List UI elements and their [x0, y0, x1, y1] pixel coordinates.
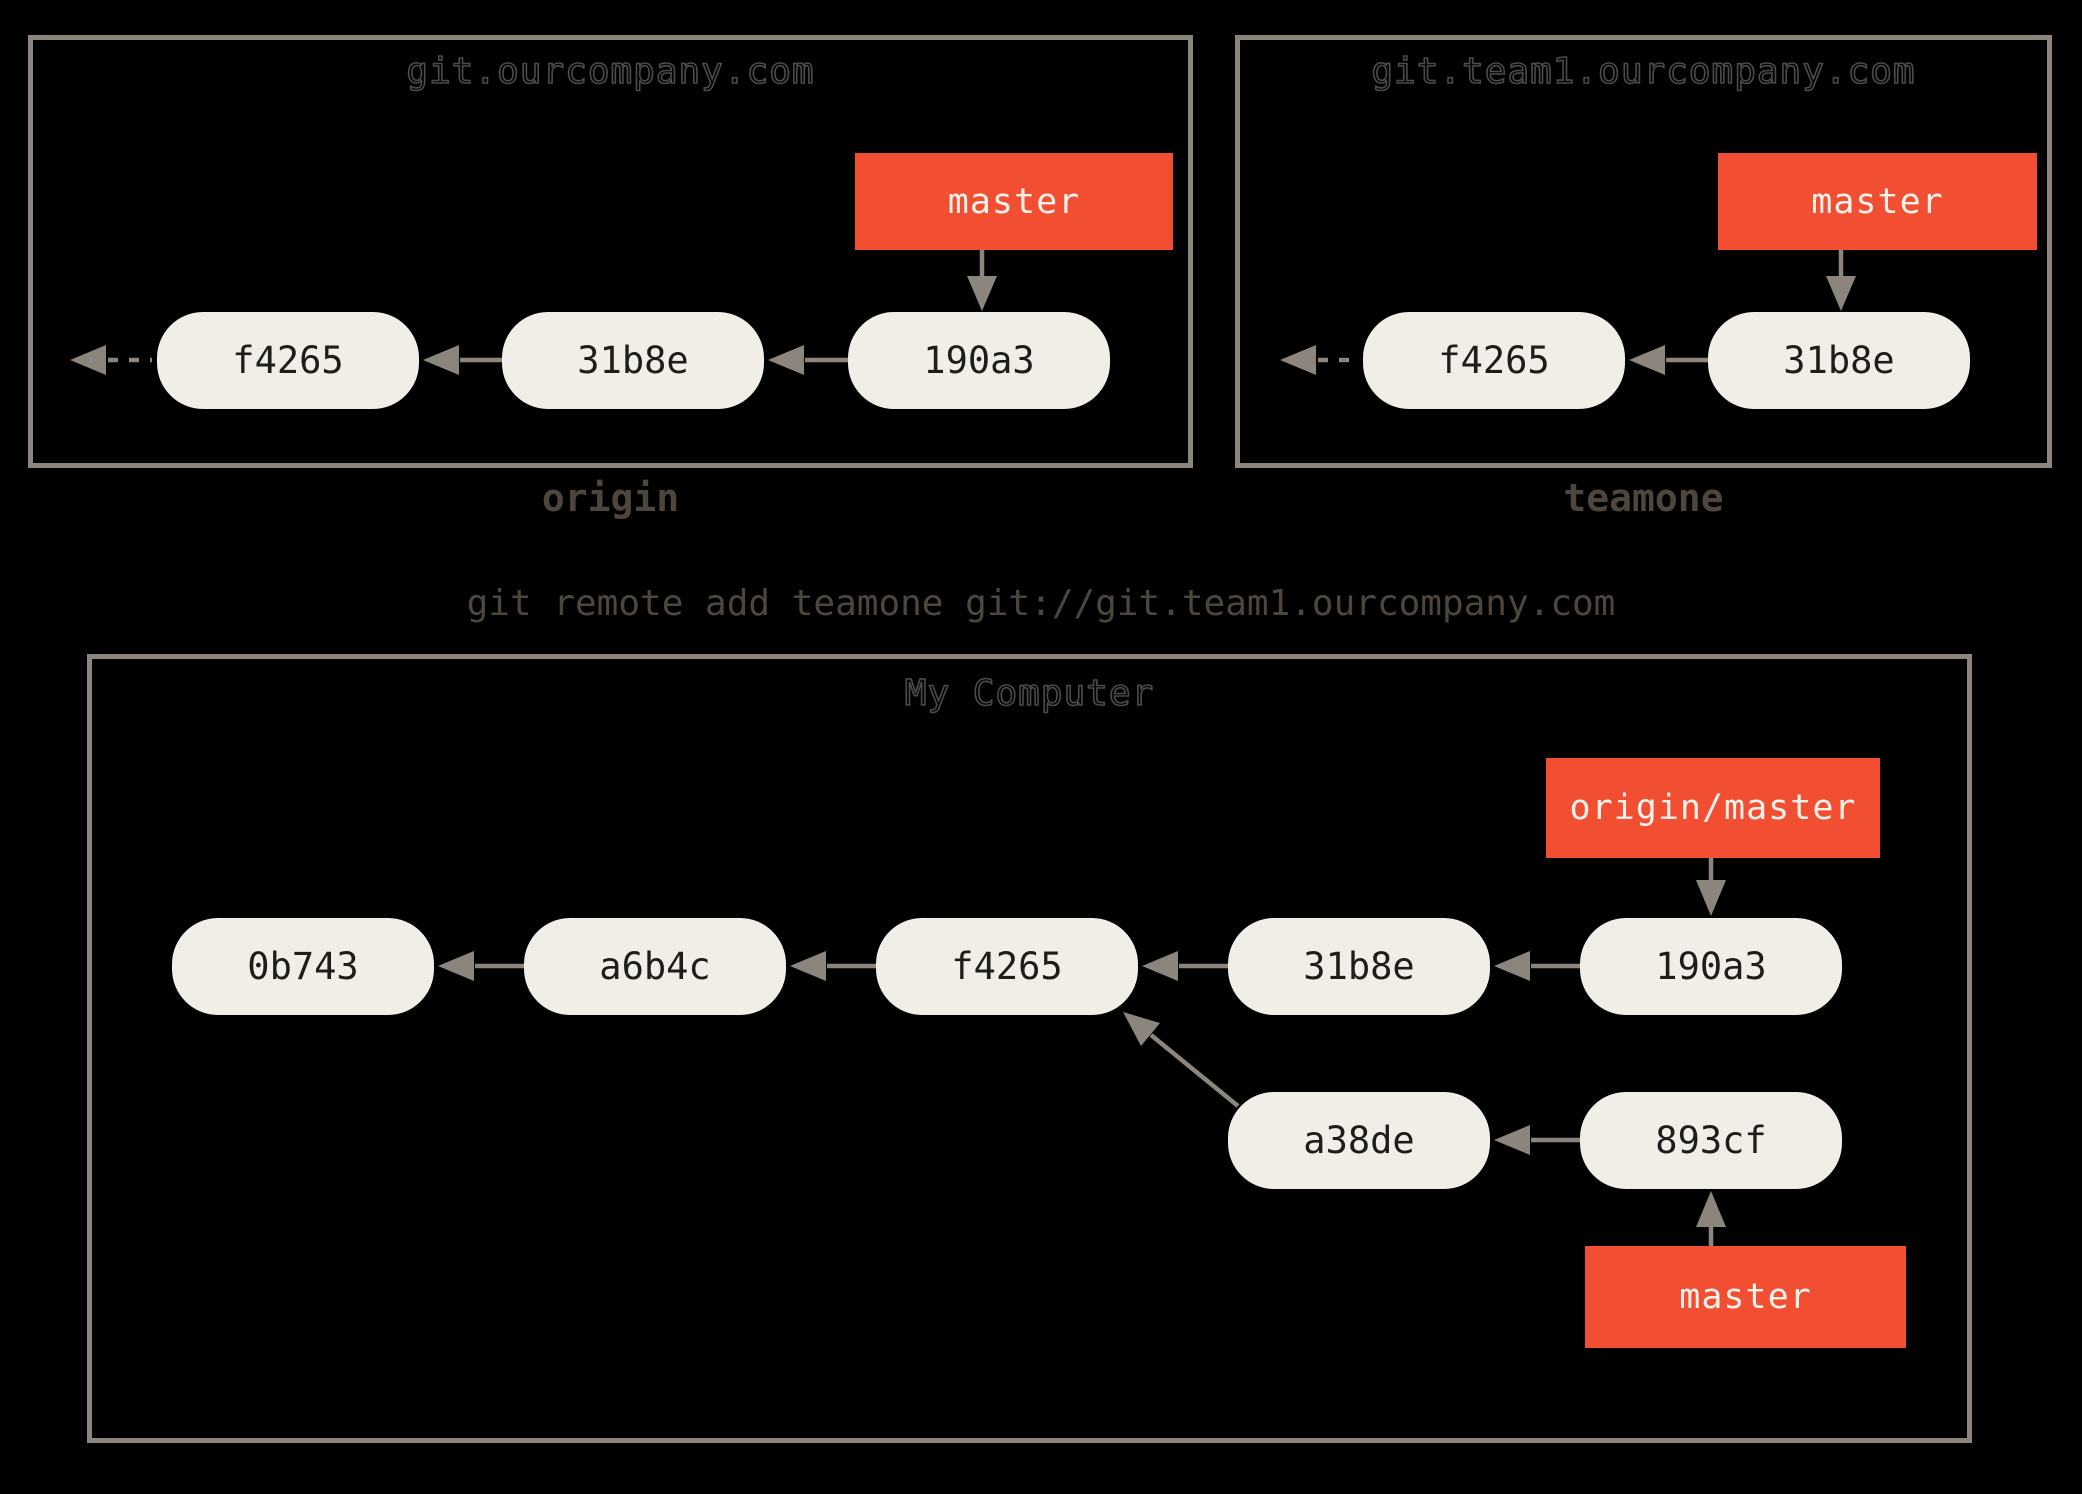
- git-command-caption: git remote add teamone git://git.team1.o…: [466, 583, 1616, 624]
- commit-node-a6b4c-local: a6b4c: [524, 918, 786, 1015]
- commit-node-f4265-origin: f4265: [157, 312, 419, 409]
- branch-box-master-origin: master: [855, 153, 1173, 250]
- panel-my-computer: [87, 654, 1972, 1443]
- panel-teamone-title: git.team1.ourcompany.com: [1371, 50, 1916, 93]
- commit-node-893cf-local: 893cf: [1580, 1092, 1842, 1189]
- panel-teamone-remote: [1235, 35, 2052, 468]
- panel-teamone-label: teamone: [1563, 476, 1724, 520]
- commit-node-31b8e-local: 31b8e: [1228, 918, 1490, 1015]
- branch-box-origin-master-local: origin/master: [1546, 758, 1880, 858]
- panel-origin-label: origin: [541, 476, 680, 520]
- panel-origin-title: git.ourcompany.com: [406, 50, 815, 93]
- commit-node-31b8e-teamone: 31b8e: [1708, 312, 1970, 409]
- commit-node-190a3-origin: 190a3: [848, 312, 1110, 409]
- branch-box-master-local: master: [1585, 1246, 1906, 1348]
- panel-origin-remote: [28, 35, 1193, 468]
- commit-node-31b8e-origin: 31b8e: [502, 312, 764, 409]
- commit-node-f4265-local: f4265: [876, 918, 1138, 1015]
- panel-my-computer-title: My Computer: [904, 672, 1155, 715]
- commit-node-190a3-local: 190a3: [1580, 918, 1842, 1015]
- branch-box-master-teamone: master: [1718, 153, 2037, 250]
- commit-node-a38de-local: a38de: [1228, 1092, 1490, 1189]
- commit-node-0b743-local: 0b743: [172, 918, 434, 1015]
- commit-node-f4265-teamone: f4265: [1363, 312, 1625, 409]
